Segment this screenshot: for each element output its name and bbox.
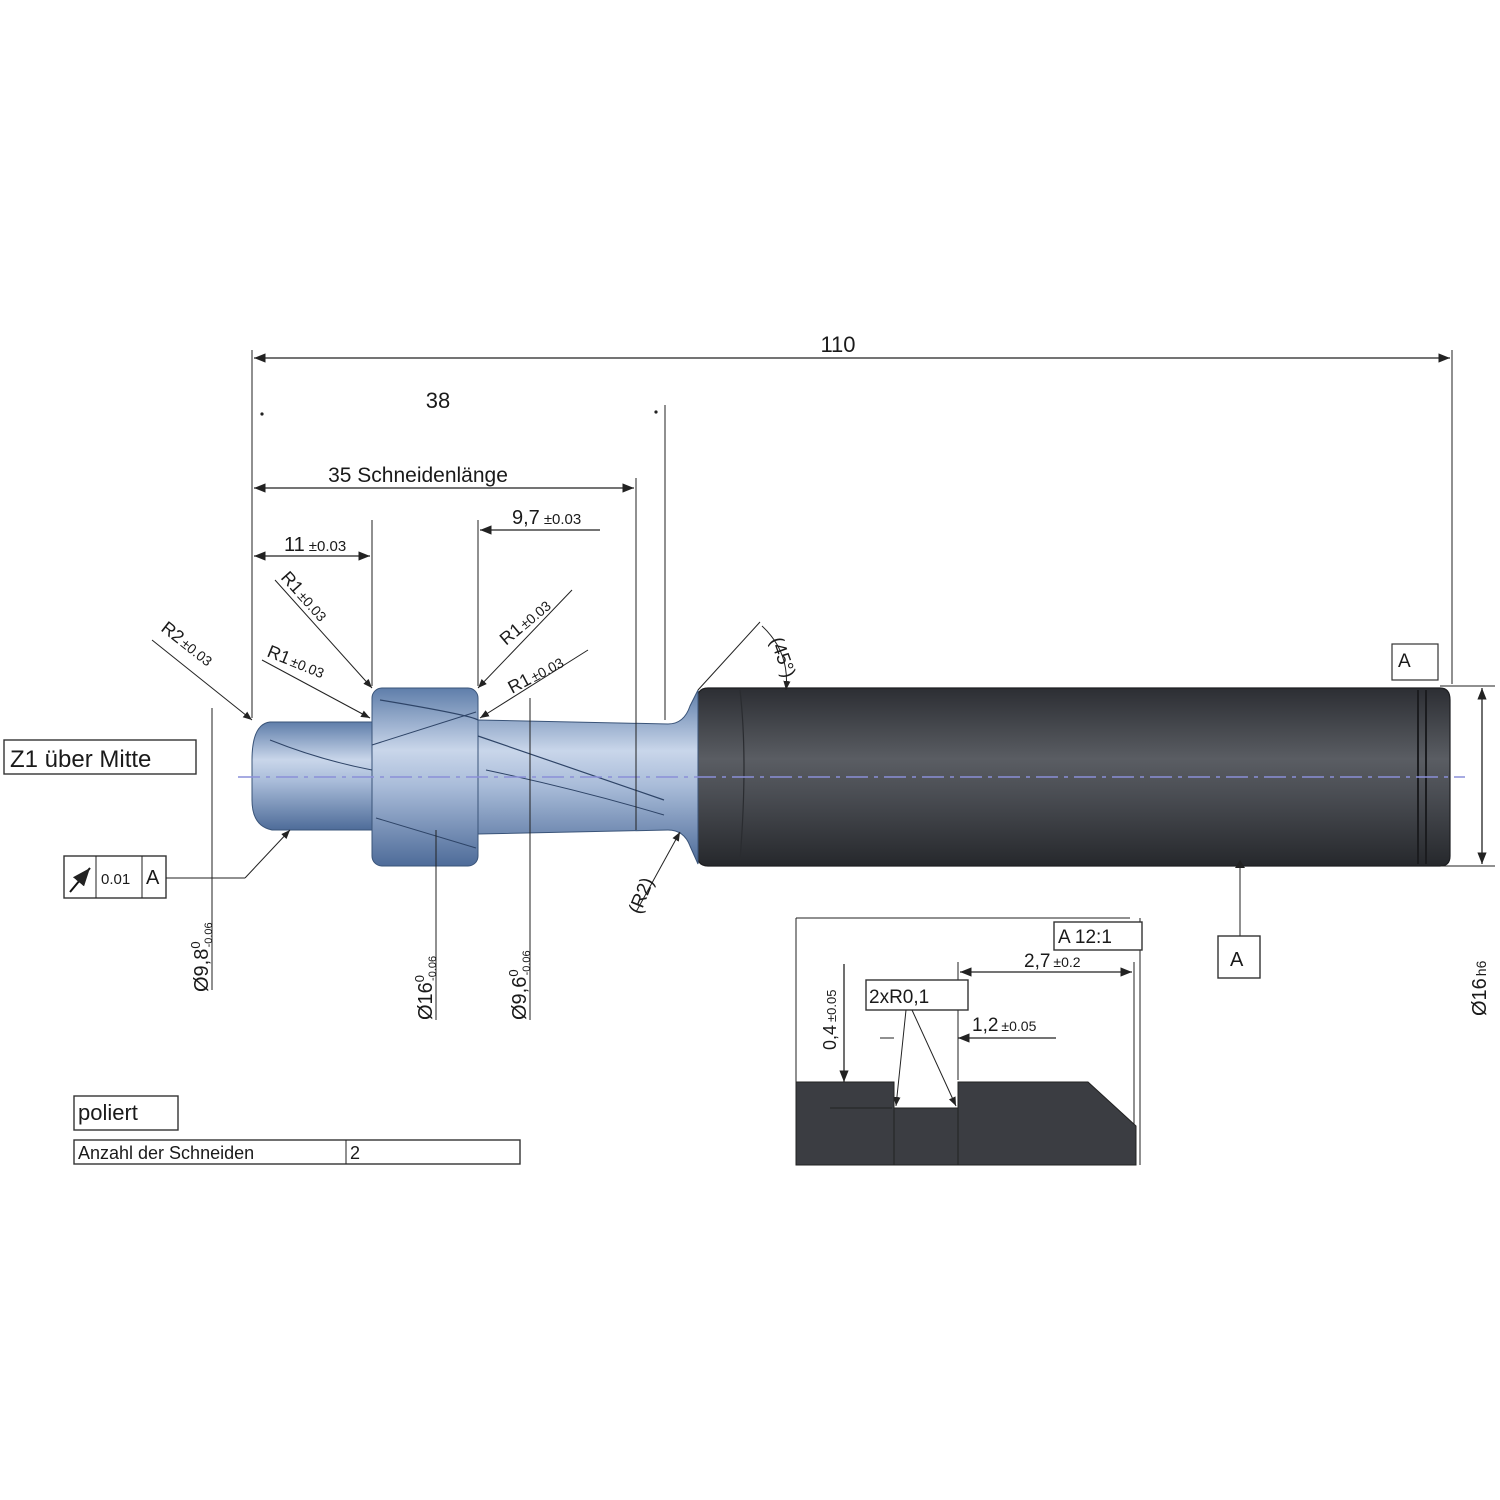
svg-text:9,7±0.03: 9,7±0.03: [512, 507, 581, 529]
dim-11: 11±0.03: [254, 534, 370, 561]
dim-overall-length: 110: [254, 332, 1450, 363]
dim-11-value: 11: [284, 534, 305, 556]
cutting-length-label: 35 Schneidenlänge: [328, 464, 508, 487]
svg-text:2,7±0.2: 2,7±0.2: [1024, 951, 1081, 972]
svg-text:Ø9,80-0.06: Ø9,80-0.06: [188, 922, 215, 992]
svg-text:R2±0.03: R2±0.03: [158, 617, 218, 670]
detail-radius-label: 2xR0,1: [869, 987, 929, 1008]
svg-text:Ø9,60-0.06: Ø9,60-0.06: [506, 950, 533, 1020]
svg-text:Ø16h6: Ø16h6: [1469, 960, 1491, 1016]
svg-text:1,2±0.05: 1,2±0.05: [972, 1015, 1037, 1036]
dim-97-value: 9,7: [512, 507, 540, 529]
flute-line: [371, 711, 477, 746]
svg-text:R1±0.03: R1±0.03: [277, 567, 332, 625]
r2-ref-label: (R2): [625, 875, 658, 917]
tool-body: [251, 687, 1451, 867]
tip: [251, 721, 373, 831]
detail-marker: A: [1391, 643, 1439, 681]
flute-line: [379, 699, 479, 721]
svg-text:R1±0.03: R1±0.03: [265, 641, 328, 682]
flute-line: [485, 769, 665, 816]
polished-note: poliert: [73, 1095, 179, 1131]
diameter-labels: Ø9,80-0.06 Ø160-0.06 Ø9,60-0.06: [188, 922, 533, 1020]
runout-frame: 0.01 A: [63, 829, 291, 899]
shank-chamfer-edge: [739, 689, 745, 861]
z1-text: Z1 über Mitte: [10, 746, 151, 773]
detail-title: A 12:1: [1058, 927, 1112, 948]
svg-text:11±0.03: 11±0.03: [284, 534, 346, 556]
svg-text:R1±0.03: R1±0.03: [496, 595, 555, 649]
flutes-value: 2: [350, 1143, 360, 1163]
shank-diameter-dim: Ø16h6: [1469, 688, 1491, 1016]
polished-text: poliert: [78, 1100, 138, 1125]
overall-length-label: 110: [820, 332, 855, 357]
z1-note: Z1 über Mitte: [3, 739, 197, 775]
detail-view: A 12:1 0,4±0.05 2,7±0.2 1,2±0.05 2xR0,1: [795, 917, 1143, 1166]
dim-11-tol: ±0.03: [309, 538, 346, 555]
flutes-table: Anzahl der Schneiden 2: [73, 1139, 521, 1165]
flute-line: [375, 817, 477, 849]
dim-97-tol: ±0.03: [544, 511, 581, 528]
dim-9-7: 9,7±0.03: [480, 507, 600, 535]
datum-a: A: [1217, 860, 1261, 979]
length-38-label: 38: [426, 388, 450, 413]
flute-line: [477, 735, 665, 801]
svg-text:Ø160-0.06: Ø160-0.06: [412, 956, 439, 1020]
runout-datum: A: [146, 867, 160, 889]
flute-line: [269, 739, 373, 771]
chamfer-callout: (45°): [697, 621, 799, 691]
detail-marker-label: A: [1398, 651, 1411, 672]
runout-arrow-icon: [69, 867, 91, 893]
chamfer-angle-label: (45°): [765, 635, 799, 681]
datum-a-label: A: [1230, 949, 1244, 971]
dim-38: 38: [260, 388, 658, 416]
r2-reference: (R2): [625, 831, 681, 917]
flutes-label: Anzahl der Schneiden: [78, 1143, 254, 1163]
runout-value: 0.01: [101, 871, 130, 888]
extension-lines: [211, 350, 1495, 1020]
dim-cutting-length: 35 Schneidenlänge: [254, 464, 634, 493]
radius-callouts: R2±0.03 R1±0.03 R1±0.03 R1±0.03 R1±0.03: [151, 567, 589, 721]
detail-profile: [795, 1081, 1137, 1166]
svg-text:0,4±0.05: 0,4±0.05: [820, 990, 840, 1050]
svg-text:R1±0.03: R1±0.03: [504, 652, 567, 698]
